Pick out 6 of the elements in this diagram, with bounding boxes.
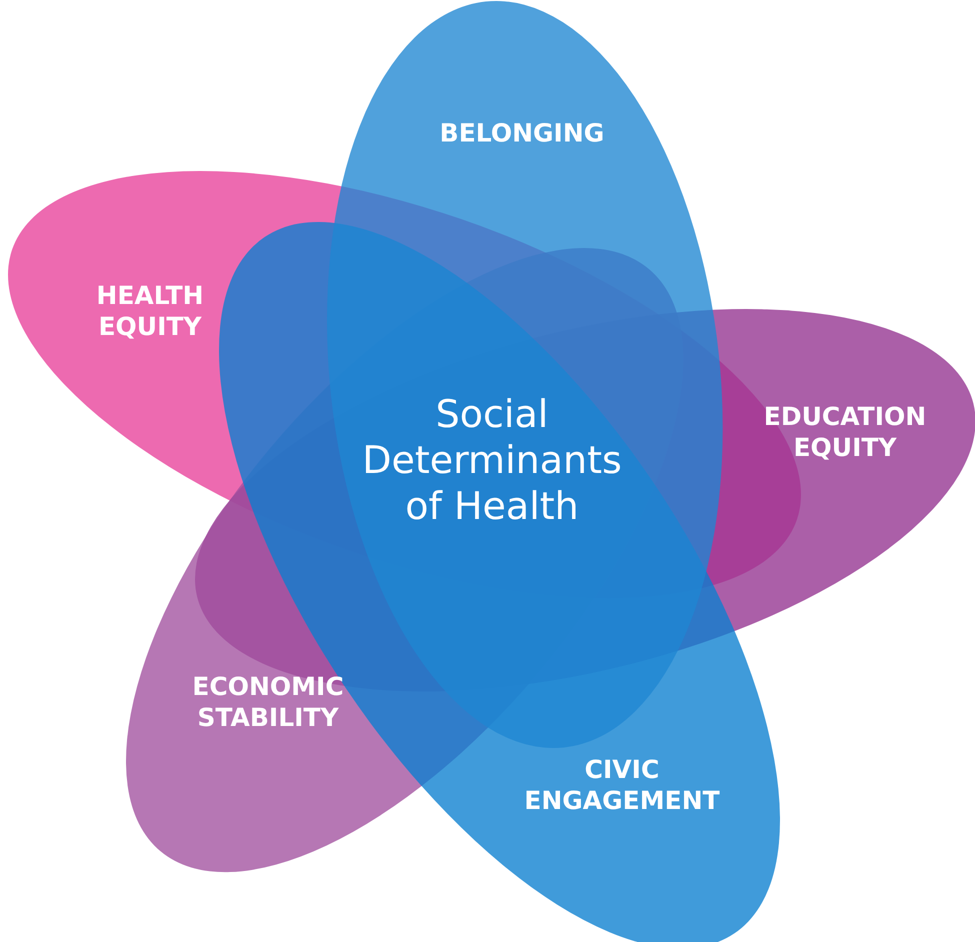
petal-label: HEALTH EQUITY — [95, 280, 205, 342]
petal-label: ECONOMIC STABILITY — [191, 670, 345, 733]
center-title: Social Determinants of Health — [362, 391, 622, 529]
petal-label: BELONGING — [438, 117, 606, 148]
petal-label: EDUCATION EQUITY — [762, 400, 928, 463]
petal-label: CIVIC ENGAGEMENT — [523, 754, 721, 816]
